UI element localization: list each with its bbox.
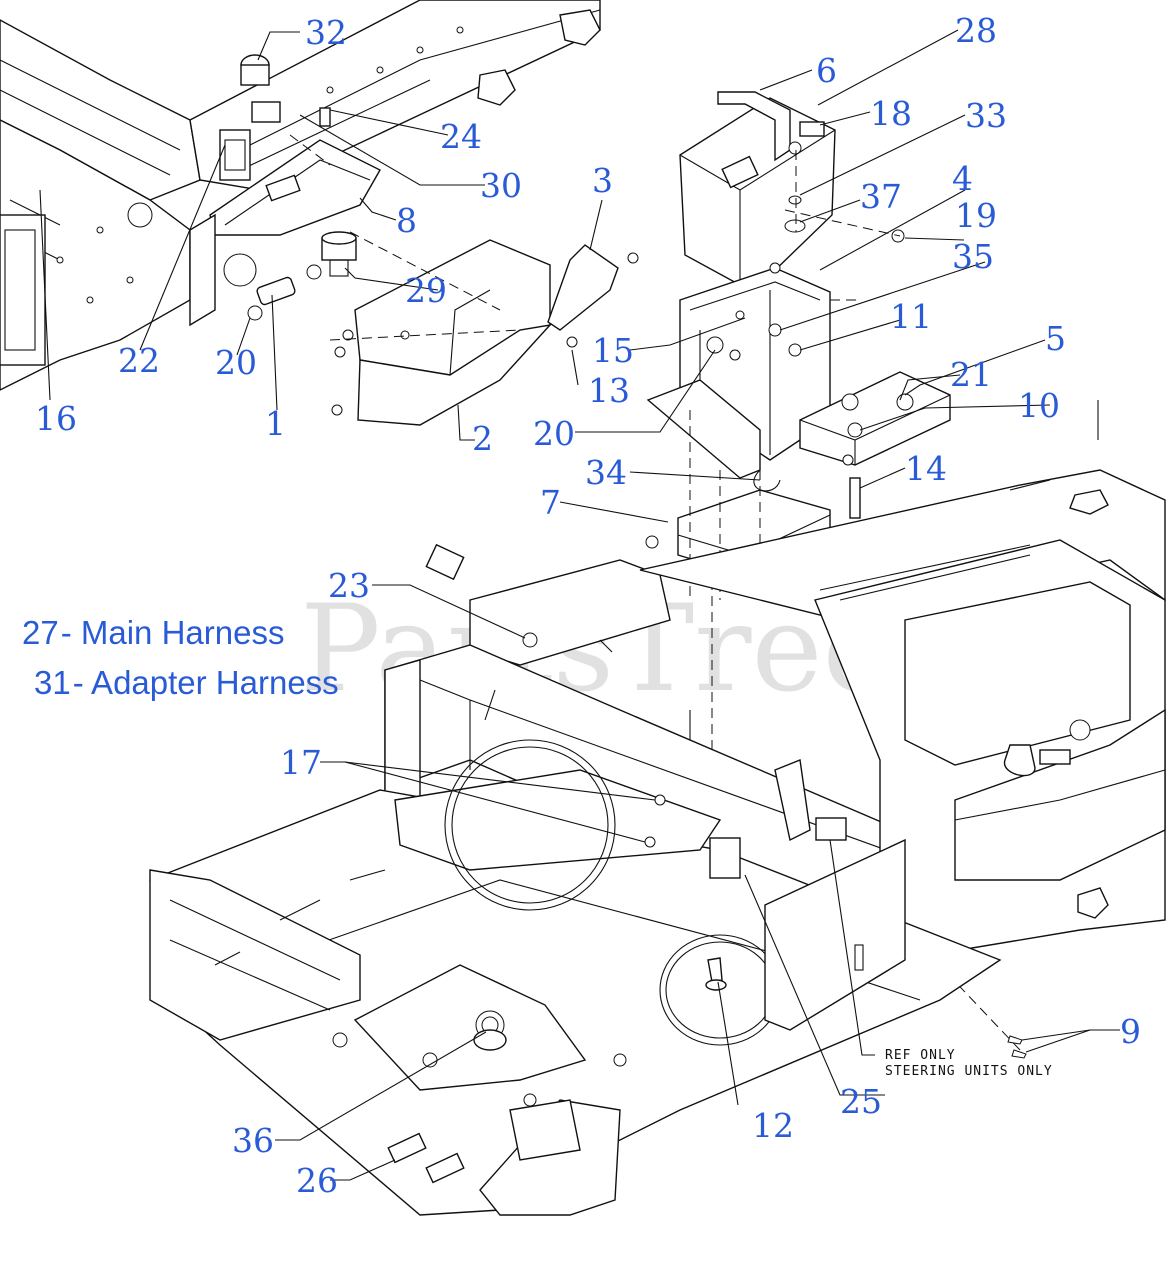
harness-legend: 27- Main Harness 31- Adapter Harness [22,614,339,701]
battery-assembly [679,91,905,286]
callout-10: 10 [1018,386,1060,425]
note-line-1: REF ONLY [885,1048,956,1063]
callout-33: 33 [965,96,1007,135]
battery-tray [646,262,831,492]
callout-29: 29 [405,271,447,310]
relay-bracket [799,371,951,466]
callout-18: 18 [870,94,912,133]
callout-11: 11 [890,297,932,336]
callout-16: 16 [35,399,77,438]
callout-24: 24 [440,117,482,156]
callout-25: 25 [840,1082,882,1121]
note-line-2: STEERING UNITS ONLY [885,1064,1053,1079]
callout-7: 7 [540,483,561,522]
callout-13: 13 [588,371,630,410]
callout-5: 5 [1045,319,1066,358]
legend-number: 27 [22,614,59,651]
callout-21: 21 [950,355,992,394]
callout-28: 28 [955,11,997,50]
callout-32: 32 [305,13,347,52]
callout-37: 37 [860,177,902,216]
legend-item-adapter-harness: 31- Adapter Harness [34,664,339,701]
dash-panel [331,239,639,426]
control-console [189,54,381,327]
harness-connectors [387,1132,465,1184]
callout-4: 4 [952,159,973,198]
callout-14: 14 [905,449,947,488]
callout-12: 12 [752,1106,794,1145]
callout-9: 9 [1120,1012,1141,1051]
reference-note: REF ONLY STEERING UNITS ONLY [885,1048,1053,1079]
callout-34: 34 [585,453,627,492]
leader-lines [39,29,1120,1181]
callout-35: 35 [952,237,994,276]
callout-2: 2 [472,419,493,458]
callout-numbers: 32 28 6 18 33 24 30 3 4 37 19 8 35 29 11… [35,11,1141,1200]
callout-36: 36 [232,1121,274,1160]
callout-20-left: 20 [215,343,257,382]
callout-15: 15 [592,331,634,370]
legend-number: 31 [34,664,71,701]
callout-26: 26 [296,1161,338,1200]
callout-1: 1 [265,404,286,443]
callout-19: 19 [955,196,997,235]
callout-20-right: 20 [533,414,575,453]
callout-23: 23 [328,566,370,605]
callout-8: 8 [396,201,417,240]
callout-30: 30 [480,166,522,205]
callout-17: 17 [280,743,322,782]
callout-6: 6 [816,51,837,90]
legend-label: - Adapter Harness [73,664,339,701]
alignment-lines [289,134,1021,1070]
callout-22: 22 [118,341,160,380]
upper-left-frame [0,0,601,391]
key-switch-assembly [247,231,357,321]
chassis-components [425,543,1027,1059]
legend-item-main-harness: 27- Main Harness [22,614,284,651]
main-chassis [149,400,1166,1216]
legend-label: - Main Harness [61,614,285,651]
callout-3: 3 [592,161,613,200]
